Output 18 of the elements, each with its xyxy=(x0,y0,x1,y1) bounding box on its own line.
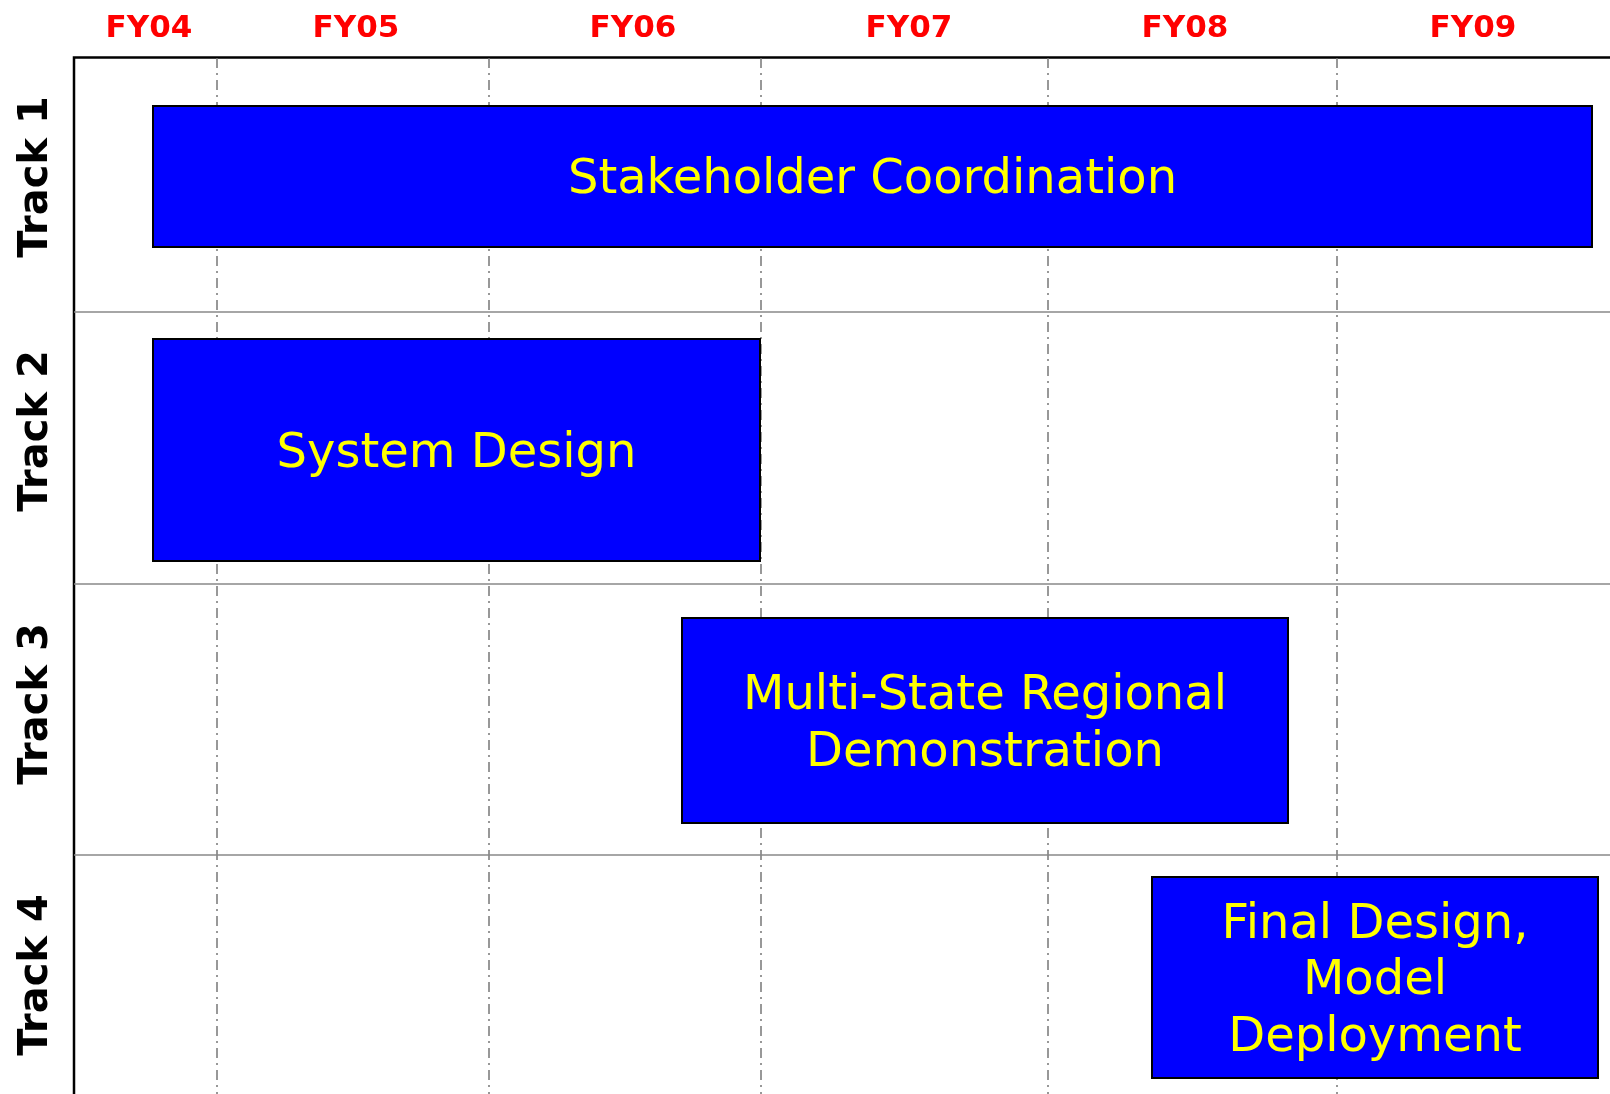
year-label: FY05 xyxy=(312,8,400,44)
year-label: FY07 xyxy=(865,8,953,44)
track-label: Track 1 xyxy=(10,96,56,258)
task-label: Stakeholder Coordination xyxy=(567,148,1178,205)
year-label: FY06 xyxy=(589,8,677,44)
task-label: System Design xyxy=(276,421,637,479)
task-bar xyxy=(1151,876,1599,1079)
track-label: Track 4 xyxy=(10,894,56,1056)
year-label: FY04 xyxy=(105,8,193,44)
task-label: Final Design, Model Deployment xyxy=(1220,892,1530,1063)
track-label: Track 3 xyxy=(10,623,56,785)
year-label: FY09 xyxy=(1429,8,1517,44)
task-bar xyxy=(681,617,1289,824)
task-bar xyxy=(152,338,761,562)
track-label: Track 2 xyxy=(10,350,56,512)
task-label: Multi-State Regional Demonstration xyxy=(742,663,1228,778)
task-bar xyxy=(152,105,1593,248)
year-label: FY08 xyxy=(1141,8,1229,44)
